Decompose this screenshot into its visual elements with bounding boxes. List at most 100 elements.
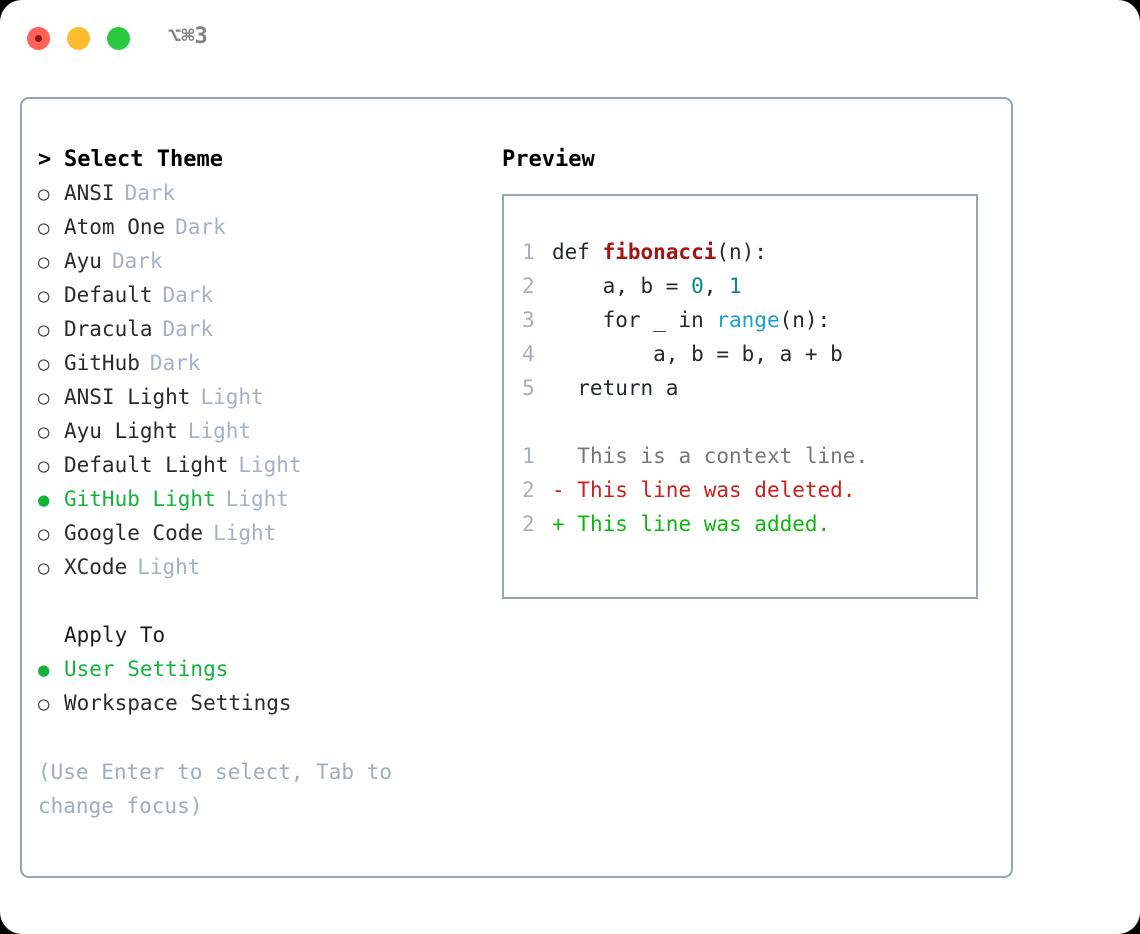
theme-option-label: GitHub	[64, 351, 140, 375]
code-token: (n):	[716, 240, 767, 264]
code-token: a, b = b, a + b	[552, 342, 843, 366]
keyboard-hint-text: (Use Enter to select, Tab to change focu…	[38, 760, 405, 818]
theme-option-label: Default Light	[64, 453, 229, 477]
apply-to-option-label: Workspace Settings	[64, 691, 292, 715]
theme-option-label: Ayu Light	[64, 419, 178, 443]
code-token: range	[716, 308, 780, 332]
theme-variant-badge: Dark	[162, 317, 214, 341]
apply-to-option-list: ● User Settings ○ Workspace Settings	[38, 657, 478, 725]
theme-option-row[interactable]: ○ ANSI Light Light	[38, 385, 478, 419]
theme-option-label: ANSI Light	[64, 385, 191, 409]
code-line-number: 2	[522, 274, 535, 298]
code-line-number: 5	[522, 376, 535, 400]
theme-variant-badge: Light	[225, 487, 289, 511]
theme-variant-badge: Light	[187, 419, 252, 443]
theme-option-row[interactable]: ● GitHub Light Light	[38, 487, 478, 521]
apply-to-header-label: Apply To	[64, 623, 166, 647]
diff-sample: 1 This is a context line.2- This line wa…	[522, 444, 976, 546]
radio-unselected-icon: ○	[38, 557, 50, 579]
diff-sign: +	[552, 512, 578, 536]
theme-list-header-label: Select Theme	[64, 147, 223, 172]
diff-text: This line was added.	[577, 512, 831, 536]
diff-sign	[552, 444, 577, 468]
code-token: ,	[703, 274, 730, 298]
prompt-caret-icon: >	[38, 147, 52, 172]
radio-unselected-icon: ○	[38, 387, 50, 409]
code-line: 5 return a	[522, 376, 976, 410]
theme-option-label: XCode	[64, 555, 128, 579]
theme-option-row[interactable]: ○ Dracula Dark	[38, 317, 478, 351]
theme-option-label: Google Code	[64, 521, 204, 545]
code-token: return a	[552, 376, 679, 400]
code-line: 1 def fibonacci(n):	[522, 240, 976, 274]
keyboard-shortcut-label: ⌥⌘3	[168, 24, 208, 49]
code-diff-separator	[522, 410, 976, 444]
theme-variant-badge: Dark	[124, 181, 176, 205]
radio-unselected-icon: ○	[38, 251, 50, 273]
radio-unselected-icon: ○	[38, 217, 50, 239]
diff-line-number: 2	[522, 512, 535, 536]
theme-option-label: Dracula	[64, 317, 153, 341]
maximize-button[interactable]	[107, 27, 130, 50]
diff-text: This line was deleted.	[577, 478, 856, 502]
apply-to-option-label: User Settings	[64, 657, 229, 681]
code-token: a, b =	[552, 274, 692, 298]
list-spacer	[38, 589, 478, 623]
theme-variant-badge: Light	[200, 385, 264, 409]
radio-unselected-icon: ○	[38, 285, 50, 307]
diff-line-number: 1	[522, 444, 535, 468]
code-line-number: 1	[522, 240, 535, 264]
code-token: def	[552, 240, 603, 264]
code-token: 0	[691, 274, 704, 298]
radio-unselected-icon: ○	[38, 319, 50, 341]
code-token: 1	[729, 274, 742, 298]
theme-variant-badge: Light	[137, 555, 201, 579]
minimize-button[interactable]	[67, 27, 90, 50]
apply-to-option-row[interactable]: ○ Workspace Settings	[38, 691, 478, 725]
diff-line-number: 2	[522, 478, 535, 502]
diff-line: 1 This is a context line.	[522, 444, 976, 478]
radio-unselected-icon: ○	[38, 421, 50, 443]
apply-to-option-row[interactable]: ● User Settings	[38, 657, 478, 691]
code-line: 3 for _ in range(n):	[522, 308, 976, 342]
theme-option-label: Ayu	[64, 249, 102, 273]
theme-list-header: > Select Theme	[38, 147, 478, 181]
diff-line: 2- This line was deleted.	[522, 478, 976, 512]
theme-option-row[interactable]: ○ XCode Light	[38, 555, 478, 589]
theme-option-label: Default	[64, 283, 153, 307]
diff-sign: -	[552, 478, 578, 502]
theme-variant-badge: Light	[238, 453, 302, 477]
code-token: fibonacci	[602, 240, 717, 264]
theme-option-row[interactable]: ○ Ayu Light Light	[38, 419, 478, 453]
title-bar: ⌥⌘3	[0, 0, 1140, 78]
theme-option-label: ANSI	[64, 181, 115, 205]
code-token: for _ in	[552, 308, 717, 332]
code-line: 2 a, b = 0, 1	[522, 274, 976, 308]
code-line-number: 4	[522, 342, 535, 366]
radio-selected-icon: ●	[38, 659, 50, 681]
close-button[interactable]	[27, 27, 50, 50]
theme-variant-badge: Dark	[162, 283, 214, 307]
theme-variant-badge: Dark	[149, 351, 201, 375]
radio-selected-icon: ●	[38, 489, 50, 511]
radio-unselected-icon: ○	[38, 693, 50, 715]
theme-option-label: GitHub Light	[64, 487, 216, 511]
theme-option-label: Atom One	[64, 215, 166, 239]
preview-heading: Preview	[502, 147, 595, 172]
theme-option-row[interactable]: ○ Default Dark	[38, 283, 478, 317]
code-token: (n):	[779, 308, 831, 332]
code-line: 4 a, b = b, a + b	[522, 342, 976, 376]
apply-to-header: Apply To	[38, 623, 478, 657]
